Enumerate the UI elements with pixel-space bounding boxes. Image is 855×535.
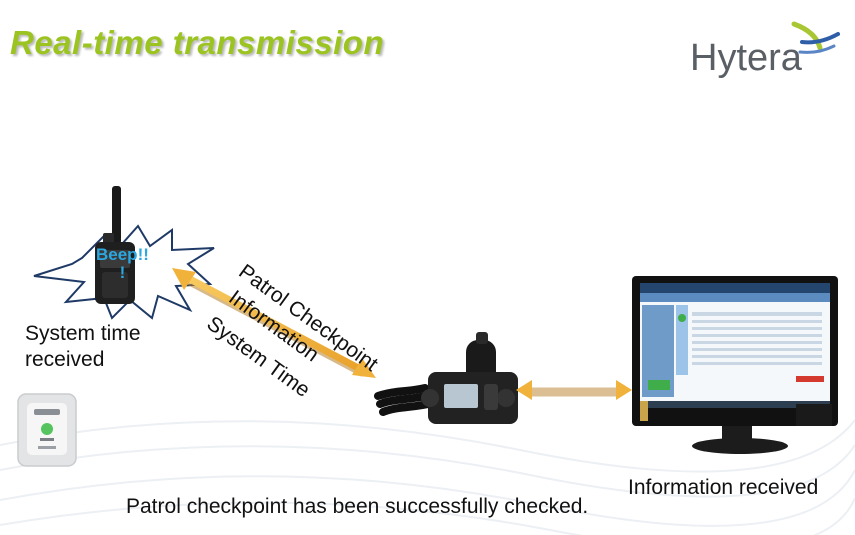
brand-logo: Hytera: [690, 21, 840, 78]
beep-label: Beep!! !: [96, 245, 149, 282]
background-waves: [0, 419, 855, 535]
transmission-arrow-diagonal: [172, 268, 376, 378]
label-system-time-received: System time received: [25, 322, 141, 371]
slide-title: Real-time transmission: [10, 24, 385, 61]
brand-wings-icon: [791, 21, 840, 54]
checkpoint-tag-icon: [17, 393, 77, 467]
success-message: Patrol checkpoint has been successfully …: [126, 495, 589, 518]
walkie-talkie-icon: [95, 186, 135, 304]
computer-monitor-icon: [632, 276, 838, 454]
label-information-received: Information received: [628, 476, 819, 499]
mobile-radio-icon: [374, 332, 518, 424]
brand-name: Hytera: [690, 37, 803, 78]
transmission-arrow-horizontal: [516, 380, 632, 400]
